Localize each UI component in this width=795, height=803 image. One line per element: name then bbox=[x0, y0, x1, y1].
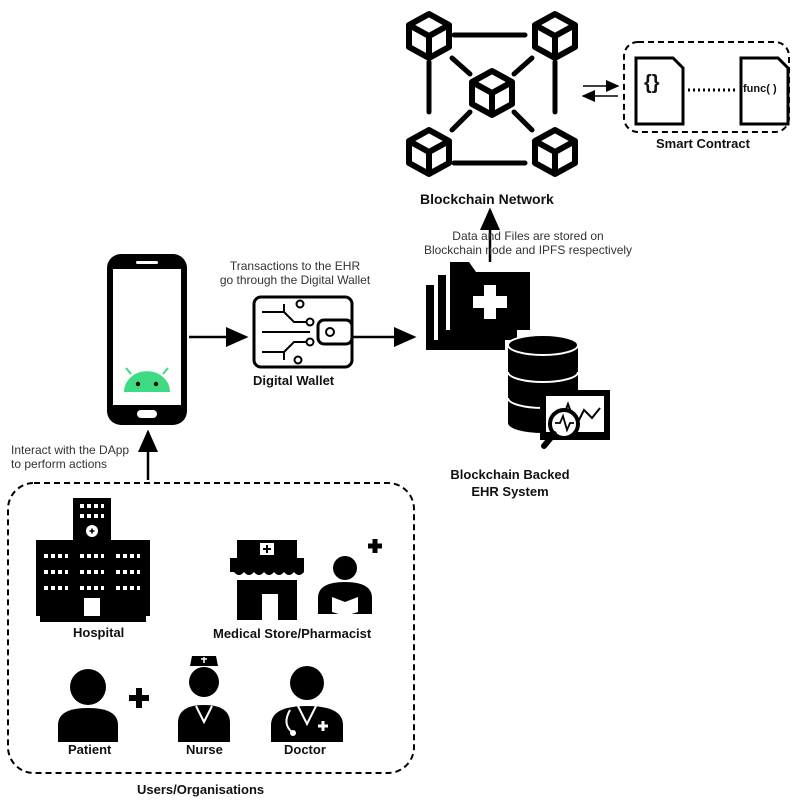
block-icon bbox=[409, 14, 449, 58]
storage-note-line1: Data and Files are stored on bbox=[452, 229, 604, 243]
ehr-system-label: Blockchain Backed EHR System bbox=[440, 466, 580, 500]
digital-wallet-label: Digital Wallet bbox=[253, 373, 335, 388]
blockchain-network bbox=[409, 14, 575, 174]
storage-note: Data and Files are stored on Blockchain … bbox=[398, 229, 658, 257]
users-group-boundary bbox=[7, 482, 415, 774]
smart-contract bbox=[623, 41, 790, 133]
nurse-icon bbox=[178, 656, 230, 742]
ehr-label-line2: EHR System bbox=[471, 484, 549, 499]
users-group-label: Users/Organisations bbox=[137, 782, 265, 797]
storage-note-line2: Blockchain node and IPFS respectively bbox=[423, 243, 633, 257]
block-icon bbox=[472, 71, 512, 115]
hospital-label: Hospital bbox=[73, 625, 125, 640]
wallet-note-line1: Transactions to the EHR bbox=[229, 259, 361, 273]
blockchain-network-label: Blockchain Network bbox=[420, 191, 554, 207]
pharmacist-icon bbox=[318, 539, 382, 616]
wallet-note-line2: go through the Digital Wallet bbox=[219, 273, 371, 287]
doctor-label: Doctor bbox=[284, 742, 326, 757]
wallet-transactions-note: Transactions to the EHR go through the D… bbox=[200, 259, 390, 287]
block-icon bbox=[535, 130, 575, 174]
hospital-icon bbox=[36, 498, 150, 622]
function-document-icon bbox=[739, 56, 790, 126]
smart-contract-label: Smart Contract bbox=[656, 136, 750, 151]
contract-braces-text: {} bbox=[644, 72, 660, 94]
block-icon bbox=[535, 14, 575, 58]
ehr-system-icon bbox=[426, 262, 610, 449]
doctor-icon bbox=[271, 666, 343, 742]
patient-icon bbox=[58, 669, 149, 742]
nurse-label: Nurse bbox=[186, 742, 223, 757]
smartphone-icon bbox=[107, 254, 187, 425]
dapp-interaction-note: Interact with the DApp to perform action… bbox=[11, 443, 129, 471]
ehr-label-line1: Blockchain Backed bbox=[450, 467, 570, 482]
network-contract-exchange bbox=[581, 80, 620, 102]
patient-label: Patient bbox=[68, 742, 112, 757]
android-icon bbox=[124, 367, 170, 392]
flow-arrows bbox=[138, 207, 500, 480]
contract-document-icon bbox=[634, 56, 685, 126]
analytics-monitor-icon bbox=[540, 390, 610, 449]
contract-func-text: func( ) bbox=[743, 83, 777, 95]
medical-store-label: Medical Store/Pharmacist bbox=[213, 626, 372, 641]
dapp-note-line2: to perform actions bbox=[11, 457, 108, 471]
block-icon bbox=[409, 130, 449, 174]
medical-store-icon bbox=[230, 540, 304, 620]
dapp-note-line1: Interact with the DApp bbox=[11, 443, 130, 457]
digital-wallet-icon bbox=[252, 295, 354, 369]
